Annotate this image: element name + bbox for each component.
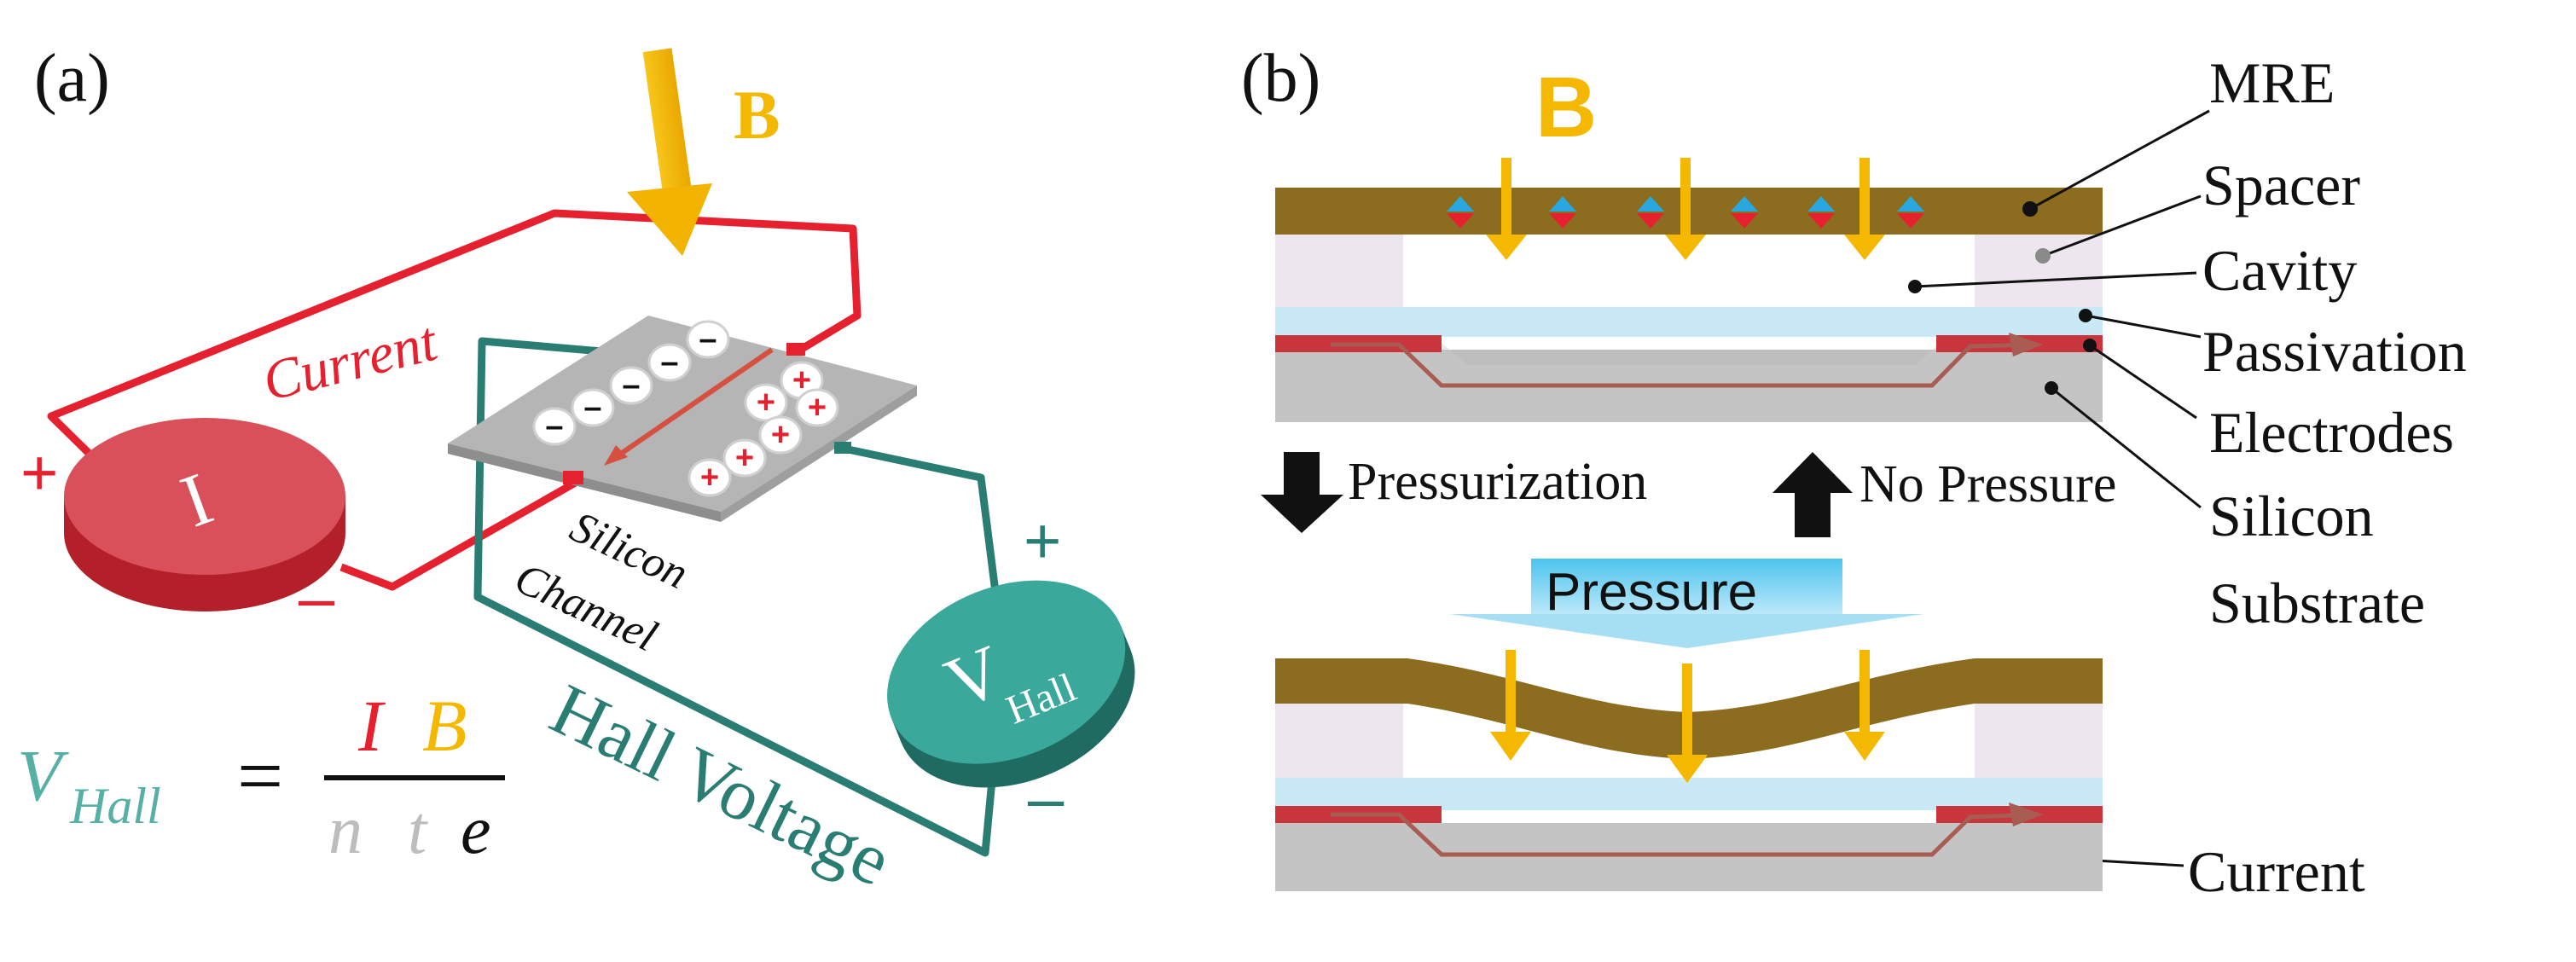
eq-lhs-sub: Hall (69, 778, 161, 834)
spacer-left-top (1275, 235, 1403, 307)
positive-charges: ++++++ (688, 361, 839, 497)
legend-silicon: Silicon (2209, 484, 2374, 548)
legend-substrate: Substrate (2209, 571, 2425, 635)
spacer-left-bottom (1275, 704, 1403, 778)
current-loop (47, 209, 862, 591)
plus-sign-current: + (20, 437, 58, 509)
mre-particle-bottom-half (1447, 213, 1474, 229)
no-pressure-indicator: No Pressure (1772, 452, 2116, 537)
legend-labels: MRE Spacer Cavity Passivation Electrodes… (2202, 50, 2467, 635)
legend-spacer: Spacer (2202, 153, 2360, 217)
b-field-arrows-bottom (1490, 650, 1885, 783)
positive-charge: + (688, 458, 732, 497)
svg-text:–: – (545, 409, 563, 444)
mre-layer-bottom (1275, 658, 2103, 759)
plus-sign-hall: + (1024, 505, 1061, 577)
legend-passivation: Passivation (2202, 319, 2467, 384)
svg-text:+: + (735, 440, 754, 476)
spacer-right-top (1975, 235, 2103, 307)
mre-particle-top-half (1731, 196, 1758, 212)
pressure-arrow: Pressure (1450, 559, 1923, 648)
positive-charge: + (795, 388, 839, 427)
svg-text:+: + (771, 417, 790, 453)
eq-den-n: n (328, 793, 363, 868)
legend-electrodes: Electrodes (2209, 400, 2454, 465)
b-field-arrows-top (1486, 158, 1885, 260)
panel-b: (b) B (1241, 41, 2467, 904)
negative-charges: ––––– (532, 320, 730, 446)
current-source: I (64, 418, 345, 611)
current-label-b: Current (2188, 839, 2365, 904)
positive-charge: + (758, 415, 803, 455)
negative-charge: – (571, 388, 615, 427)
passivation-bottom (1275, 778, 2103, 810)
channel-electrode-top (786, 343, 805, 356)
minus-sign-current: – (299, 562, 335, 635)
hall-voltmeter: V Hall (887, 580, 1135, 788)
pressurization-indicator: Pressurization (1261, 452, 1647, 533)
mre-particle-top-half (1807, 196, 1835, 212)
hall-equation: V Hall = I B n t e (17, 685, 505, 868)
svg-text:–: – (699, 322, 717, 357)
positive-charge: + (722, 438, 767, 478)
channel-current-arrow (614, 347, 774, 460)
eq-equals: = (237, 730, 283, 821)
current-path-top (1331, 342, 2039, 388)
panel-a: (a) ––––– ++++++ (17, 41, 1135, 901)
minus-sign-hall: – (1028, 762, 1065, 835)
legend-cavity: Cavity (2202, 238, 2357, 303)
mre-particle-bottom-half (1637, 213, 1664, 229)
pressurization-label: Pressurization (1348, 453, 1647, 511)
positive-charge: + (744, 383, 788, 422)
svg-text:+: + (792, 362, 811, 398)
mre-particle-top-half (1897, 196, 1924, 212)
panel-a-label: (a) (34, 41, 110, 116)
eq-den-e: e (461, 793, 491, 868)
channel-electrode-right (834, 442, 851, 454)
channel-electrode-bottom (563, 471, 583, 484)
svg-text:+: + (808, 390, 827, 426)
legend-mre: MRE (2209, 50, 2335, 115)
mre-particle-top-half (1549, 196, 1576, 212)
spacer-right-bottom (1975, 704, 2103, 778)
silicon-substrate-bottom (1275, 823, 2103, 891)
hall-voltage-loop (473, 337, 1002, 857)
eq-num-b: B (422, 685, 467, 767)
negative-charge: – (686, 320, 730, 359)
negative-charge: – (532, 407, 577, 446)
mre-particle-bottom-half (1731, 213, 1758, 229)
passivation-top (1275, 307, 2103, 337)
pressure-label: Pressure (1546, 563, 1757, 622)
svg-text:+: + (757, 385, 775, 420)
panel-b-label: (b) (1241, 41, 1320, 116)
svg-text:–: – (622, 368, 640, 403)
mre-magnetic-particles (1447, 196, 1924, 229)
mre-particle-top-half (1637, 196, 1664, 212)
sensor-stack-pressed (1275, 658, 2103, 891)
no-pressure-label: No Pressure (1859, 455, 2116, 513)
svg-text:–: – (583, 390, 601, 426)
eq-lhs-main: V (17, 734, 69, 816)
mre-particle-top-half (1447, 196, 1474, 212)
b-field-arrow-a (627, 48, 712, 256)
mre-particle-bottom-half (1897, 213, 1924, 229)
eq-num-i: I (357, 685, 386, 767)
svg-text:–: – (660, 345, 678, 380)
mre-particle-bottom-half (1549, 213, 1576, 229)
negative-charge: – (647, 343, 692, 382)
b-field-label-a: B (734, 76, 780, 154)
negative-charge: – (609, 366, 653, 405)
b-field-label-b: B (1535, 60, 1597, 155)
svg-text:+: + (700, 460, 719, 495)
current-path-bottom (1331, 812, 2039, 857)
eq-den-t: t (408, 793, 428, 868)
mre-particle-bottom-half (1807, 213, 1835, 229)
